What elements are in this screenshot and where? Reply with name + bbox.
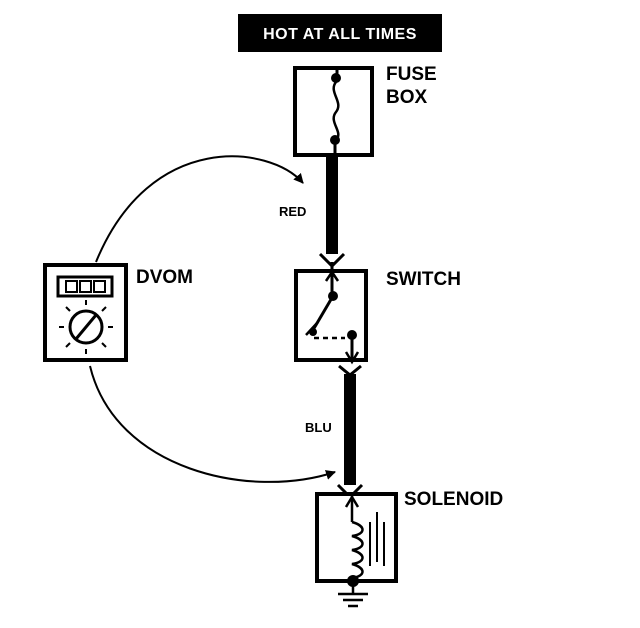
solenoid xyxy=(315,492,398,608)
fuse-label-line1: FUSE xyxy=(386,64,437,85)
solenoid-label: SOLENOID xyxy=(404,489,503,510)
dvom-lead-to-solenoid-input xyxy=(89,365,336,483)
dvom-meter xyxy=(43,263,128,362)
dvom-label: DVOM xyxy=(136,267,193,288)
dvom-lead-to-fuse-output xyxy=(95,155,304,263)
fuse-box xyxy=(293,66,374,157)
blu-wire xyxy=(336,364,364,500)
fuse-label-line2: BOX xyxy=(386,87,428,108)
banner-text: HOT AT ALL TIMES xyxy=(263,26,417,43)
switch xyxy=(294,262,368,365)
hot-at-all-times-banner: HOT AT ALL TIMES xyxy=(238,14,442,52)
switch-label: SWITCH xyxy=(386,269,461,290)
red-wire xyxy=(318,156,346,269)
blu-wire-label: BLU xyxy=(305,420,332,435)
red-wire-label: RED xyxy=(279,204,306,219)
